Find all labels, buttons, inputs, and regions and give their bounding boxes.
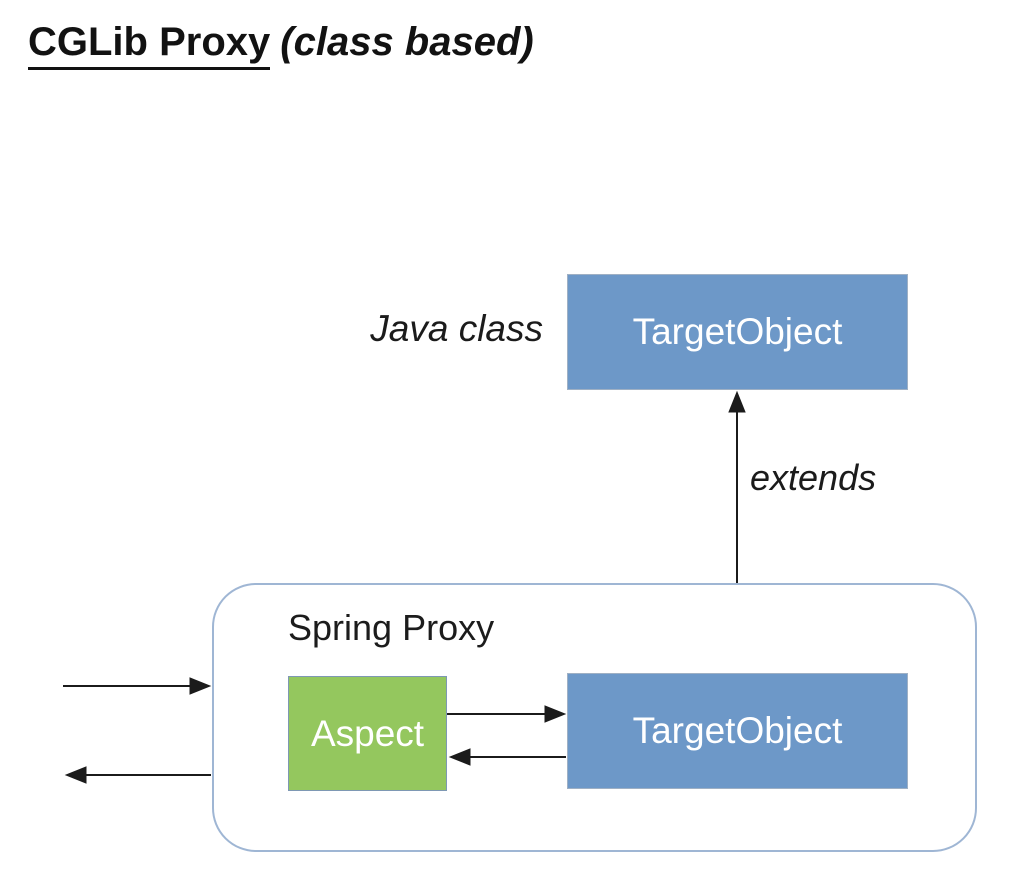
target-object-box-top: TargetObject <box>567 274 908 390</box>
target-object-box-inner: TargetObject <box>567 673 908 789</box>
page-title: CGLib Proxy(class based) <box>28 18 534 70</box>
title-main: CGLib Proxy <box>28 18 271 70</box>
extends-label: extends <box>750 457 877 498</box>
java-class-label: Java class <box>370 308 543 349</box>
spring-proxy-container: Spring Proxy Aspect TargetObject <box>212 583 977 852</box>
target-object-box-inner-label: TargetObject <box>632 710 843 751</box>
spring-proxy-title: Spring Proxy <box>288 607 495 648</box>
aspect-box-label: Aspect <box>310 712 425 754</box>
aspect-box: Aspect <box>288 676 447 791</box>
target-object-box-top-label: TargetObject <box>632 311 843 352</box>
title-suffix: (class based) <box>280 20 534 64</box>
